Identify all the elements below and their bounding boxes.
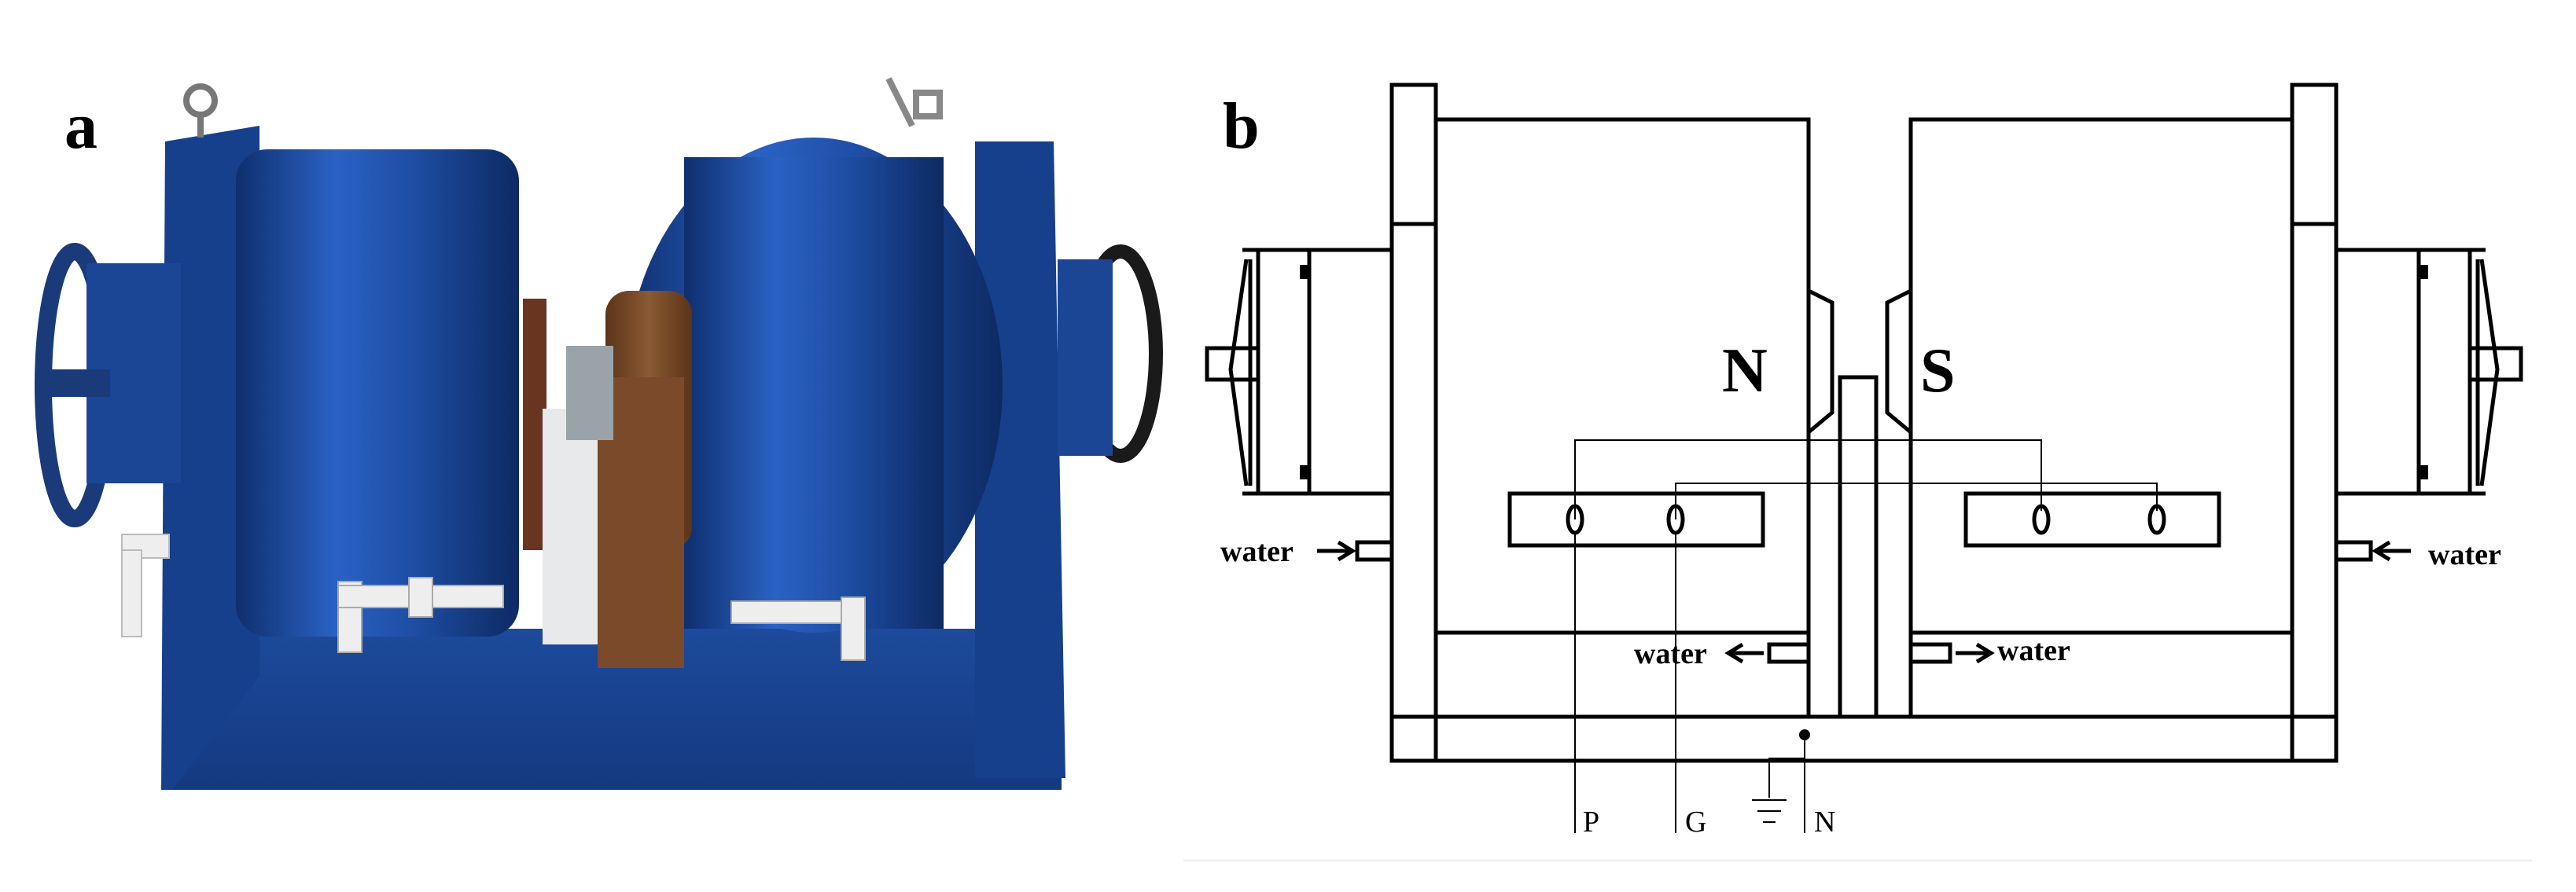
base-bar	[1389, 714, 2339, 763]
terminal-label-g: G	[1685, 806, 1706, 839]
left-water-inlet	[1355, 540, 1394, 562]
panel-label-b: b	[1223, 90, 1260, 163]
terminal-label-n: N	[1814, 806, 1835, 839]
right-handwheel	[1058, 244, 1163, 463]
wiring	[1574, 439, 2158, 833]
right-coil	[1908, 117, 2292, 635]
left-water-inlet-label: water	[1220, 535, 1294, 568]
left-water-outlet	[1767, 642, 1811, 664]
left-magnet-coil	[236, 149, 519, 637]
lifting-hook-right	[885, 77, 943, 127]
left-yoke	[161, 126, 259, 790]
right-water-inlet-label: water	[2428, 538, 2501, 571]
right-water-inlet	[2334, 540, 2373, 562]
left-electrode-plate	[1507, 491, 1765, 548]
terminal-label-p: P	[1583, 806, 1599, 839]
left-yoke-frame	[1389, 83, 1438, 763]
north-pole-label: N	[1722, 336, 1768, 406]
right-water-outlet	[1908, 642, 1952, 664]
left-handwheel	[35, 243, 181, 527]
right-yoke-frame	[2290, 83, 2339, 763]
panel-a-photo: a	[35, 77, 1163, 790]
panel-b-diagram: N S P G N	[1183, 83, 2532, 862]
left-water-outlet-label: water	[1634, 637, 1707, 670]
north-pole-tip	[1807, 288, 1834, 434]
side-water-pipe	[121, 534, 170, 637]
sample-rod	[1838, 375, 1879, 719]
water-arrows	[1317, 540, 2411, 664]
ground-junction	[1799, 729, 1810, 740]
panel-label-a: a	[64, 90, 98, 163]
left-water-pipe	[337, 577, 504, 653]
lifting-hook-left	[183, 83, 218, 138]
south-pole-tip	[1885, 288, 1912, 434]
right-water-pipe	[730, 597, 866, 661]
right-water-outlet-label: water	[1997, 634, 2070, 667]
right-handwheel-assembly	[2334, 248, 2523, 496]
south-pole-label: S	[1920, 336, 1956, 406]
right-yoke	[975, 141, 1065, 778]
right-electrode-plate	[1963, 491, 2221, 548]
left-handwheel-assembly	[1205, 248, 1394, 496]
